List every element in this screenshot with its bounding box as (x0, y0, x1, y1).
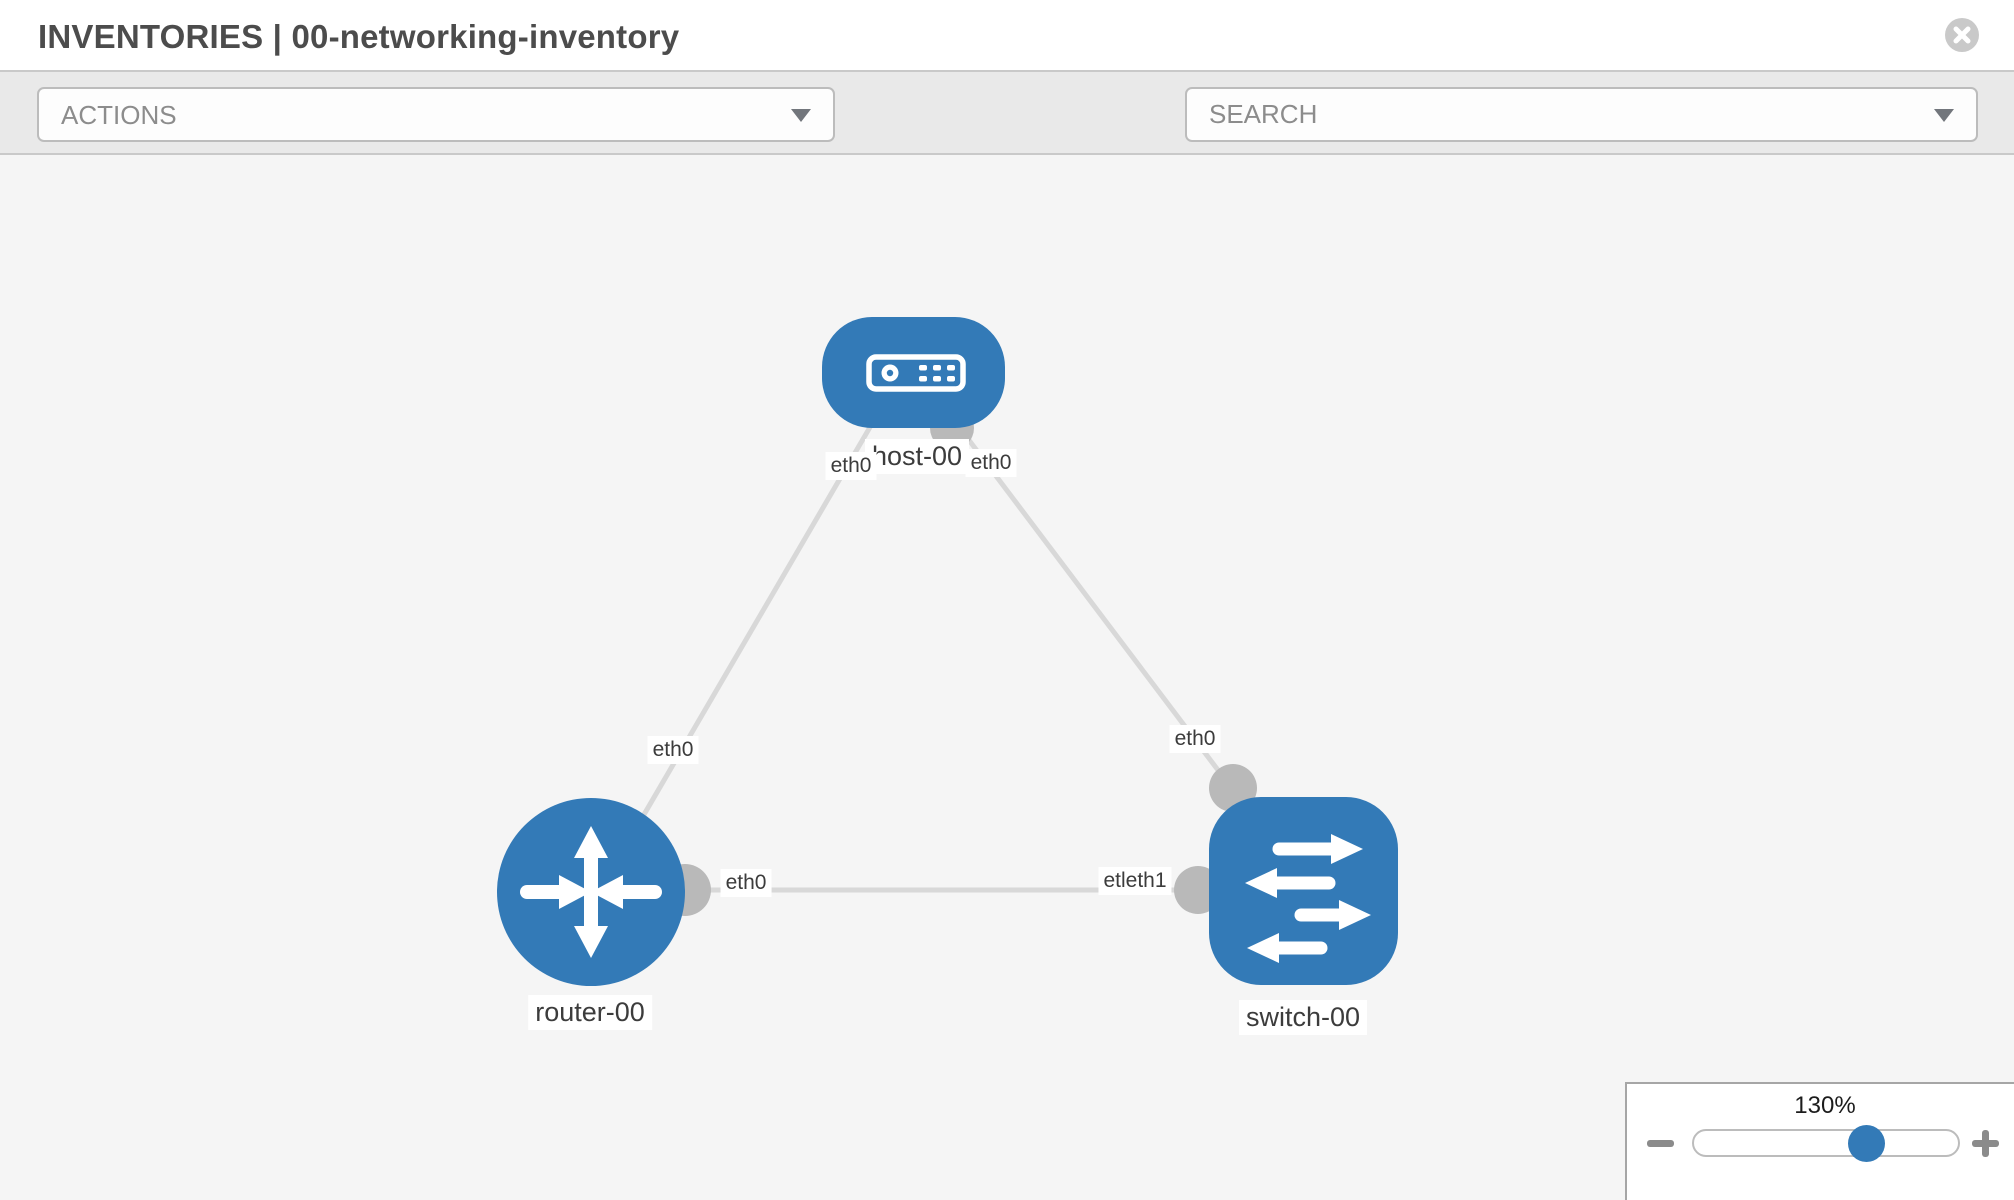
node-switch-00[interactable] (1209, 797, 1398, 985)
page-title: INVENTORIES | 00-networking-inventory (38, 18, 680, 55)
window-header: INVENTORIES | 00-networking-inventory (0, 0, 2014, 70)
switch-icon (1245, 834, 1371, 963)
node-label-host: host-00 (864, 439, 970, 474)
search-dropdown (1185, 87, 1978, 142)
node-router-00[interactable] (497, 798, 685, 986)
iface-label-switch-top: eth0 (1169, 725, 1221, 753)
actions-dropdown[interactable]: ACTIONS (37, 87, 835, 142)
topology-links-layer (597, 406, 1257, 916)
topology-canvas[interactable]: host-00 router-00 switch-00 eth0 eth0 et… (0, 155, 2014, 1200)
zoom-slider-thumb[interactable] (1848, 1125, 1885, 1162)
iface-label-host-right: eth0 (965, 449, 1017, 477)
iface-label-router-top: eth0 (647, 736, 699, 764)
plus-icon (1982, 1130, 1989, 1157)
zoom-slider[interactable] (1692, 1129, 1960, 1157)
iface-label-router-right: eth0 (720, 869, 772, 897)
node-host-00[interactable] (822, 317, 1005, 428)
link-host-router[interactable] (597, 408, 883, 892)
chevron-down-icon[interactable] (1934, 109, 1954, 122)
zoom-panel: 130% (1625, 1082, 2014, 1200)
zoom-value: 130% (1794, 1092, 1856, 1119)
iface-label-host-left: eth0 (825, 452, 877, 480)
close-button[interactable] (1944, 17, 1980, 53)
close-icon (1945, 18, 1979, 52)
search-input[interactable] (1187, 89, 1976, 140)
node-label-switch: switch-00 (1238, 1000, 1368, 1035)
router-icon (520, 826, 662, 958)
actions-dropdown-label: ACTIONS (61, 100, 177, 130)
iface-label-switch-left: etleth1 (1098, 867, 1172, 895)
toolbar: ACTIONS (0, 70, 2014, 201)
chevron-down-icon (791, 109, 811, 122)
host-icon (866, 354, 966, 392)
zoom-in-button[interactable] (1972, 1130, 1999, 1157)
zoom-out-button[interactable] (1647, 1140, 1674, 1147)
node-label-router: router-00 (528, 995, 652, 1030)
